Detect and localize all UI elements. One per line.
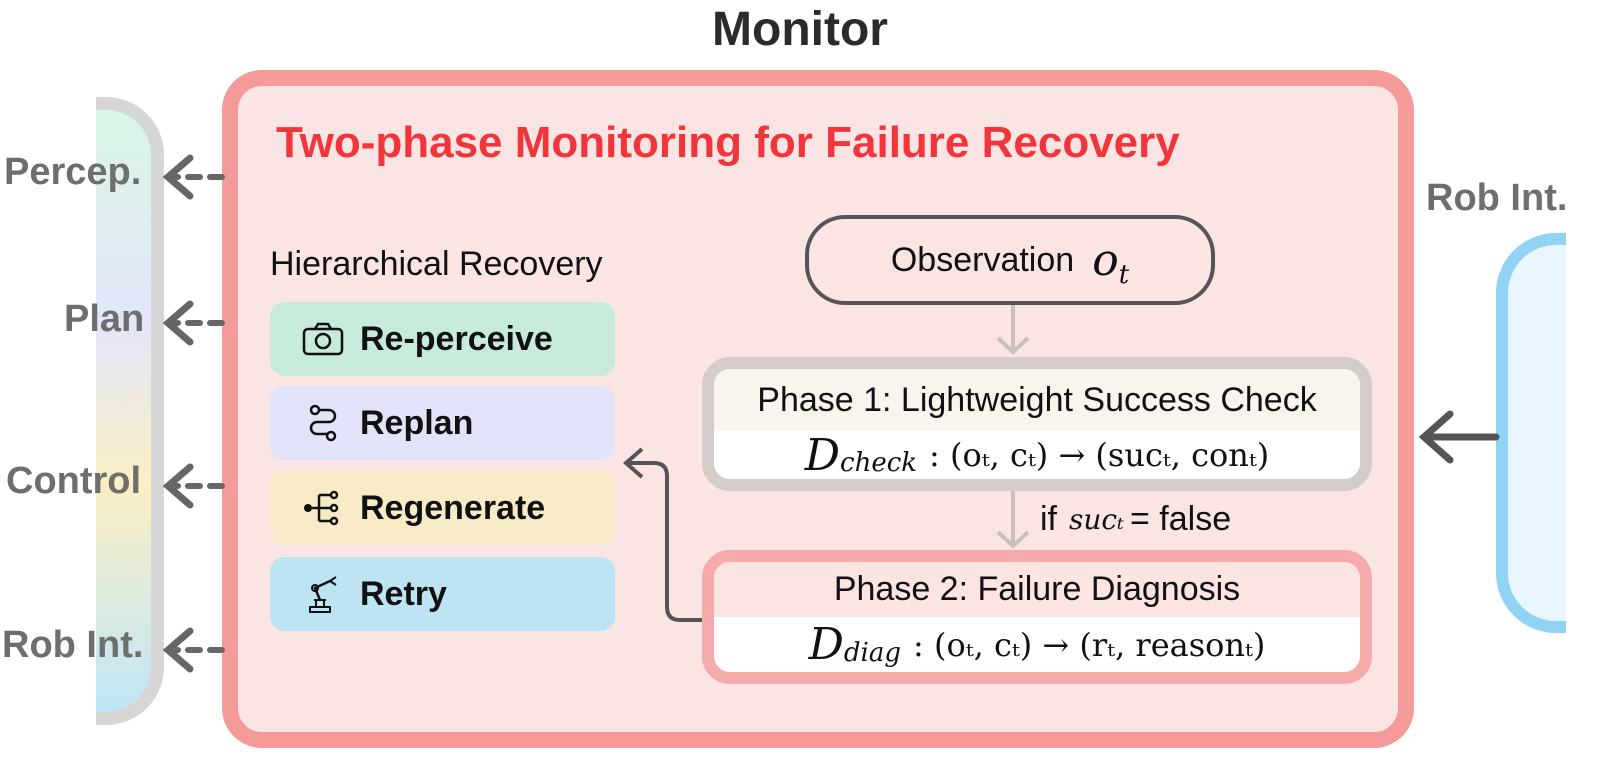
phase1-function: D (804, 429, 841, 481)
recovery-label: Regenerate (360, 488, 546, 527)
monitor-title: Monitor (712, 3, 888, 56)
hierarchical-recovery-title: Hierarchical Recovery (270, 245, 603, 283)
condition-prefix: if (1040, 500, 1057, 538)
phase2-formula: : (oₜ, cₜ) → (rₜ, reasonₜ) (913, 625, 1266, 664)
right-module-bar (1496, 233, 1566, 633)
arrow-from-robot-interface (1418, 410, 1500, 464)
phase2-function: D (808, 619, 844, 670)
robot-arm-icon (300, 574, 346, 614)
condition-suffix: = false (1130, 500, 1232, 538)
camera-icon (300, 319, 346, 359)
module-label-control: Control (6, 460, 142, 502)
phase1-formula: : (oₜ, cₜ) → (sucₜ, conₜ) (929, 436, 1270, 474)
arrow-to-robot-interface (162, 627, 225, 673)
recovery-label: Replan (360, 403, 474, 442)
recovery-label: Retry (360, 574, 447, 613)
observation-variable: ot (1092, 234, 1130, 290)
phase1-title: Phase 1: Lightweight Success Check (714, 369, 1360, 431)
arrow-to-control (162, 463, 225, 509)
right-module-label: Rob Int. (1426, 177, 1568, 219)
phase2-title: Phase 2: Failure Diagnosis (714, 562, 1360, 617)
monitor-heading: Two-phase Monitoring for Failure Recover… (276, 118, 1180, 167)
module-label-robot-interface: Rob Int. (2, 624, 144, 666)
phase2-function-subscript: diag (843, 637, 901, 668)
condition-label: if sucₜ = false (1040, 500, 1231, 539)
recovery-card-retry: Retry (270, 557, 615, 631)
recovery-label: Re-perceive (360, 319, 553, 358)
recovery-card-regenerate: Regenerate (270, 471, 615, 545)
module-label-plan: Plan (64, 298, 145, 340)
arrow-to-plan (162, 300, 225, 346)
module-label-perception: Percep. (4, 151, 142, 193)
arrow-to-perception (162, 154, 225, 200)
phase1-function-subscript: check (840, 448, 918, 478)
observation-label: Observation (890, 240, 1075, 279)
arrow-phase1-to-phase2 (996, 491, 1030, 549)
left-module-bar (96, 97, 164, 725)
arrow-observation-to-phase1 (996, 305, 1030, 355)
branch-icon (300, 488, 346, 528)
recovery-card-re-perceive: Re-perceive (270, 302, 615, 376)
recovery-card-replan: Replan (270, 386, 615, 460)
arrow-phase2-to-recovery (622, 447, 702, 622)
observation-box: Observation ot (805, 215, 1215, 305)
condition-variable: sucₜ (1069, 503, 1124, 536)
route-icon (300, 403, 346, 443)
